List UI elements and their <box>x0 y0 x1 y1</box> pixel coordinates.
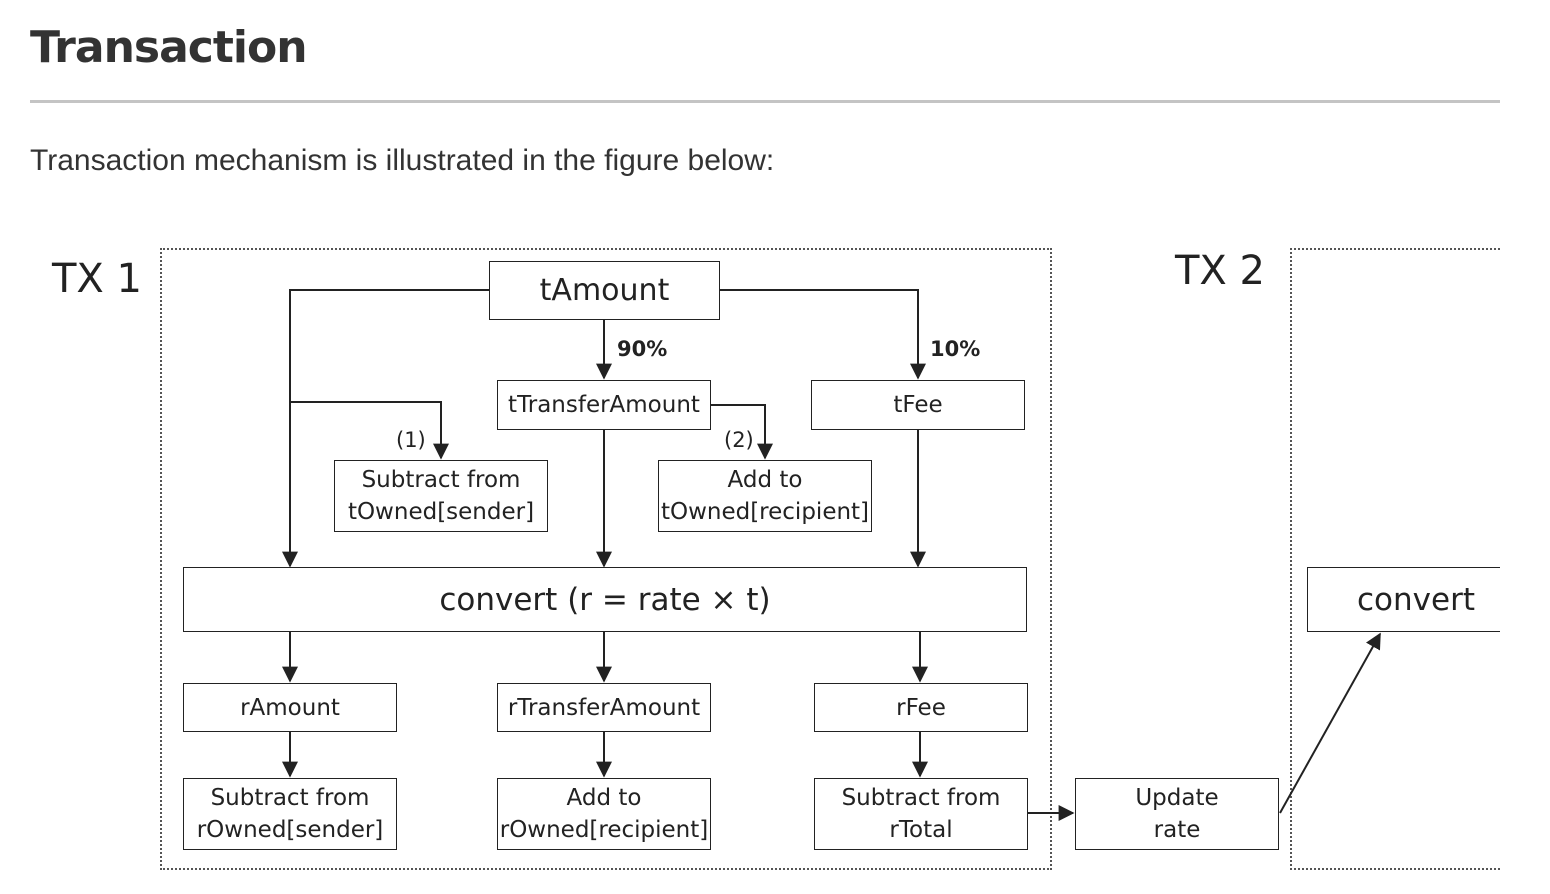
edge-tamount-to-convert <box>282 289 489 568</box>
title-divider <box>30 100 1500 103</box>
node-line: Subtract from <box>841 785 1001 811</box>
page-title: Transaction <box>30 22 308 73</box>
node-line: tOwned[sender] <box>347 499 535 525</box>
node-line: rOwned[recipient] <box>499 817 709 843</box>
intro-paragraph: Transaction mechanism is illustrated in … <box>30 144 775 177</box>
node-line: tOwned[recipient] <box>660 499 870 525</box>
node-update-rate: Update rate <box>1075 778 1279 850</box>
tx1-label: TX 1 <box>52 256 142 302</box>
edge-label-step-1: (1) <box>396 428 426 452</box>
node-line: rOwned[sender] <box>196 817 384 843</box>
node-convert: convert (r = rate × t) <box>183 567 1027 632</box>
edge-tamount-to-subtract-towned <box>290 401 449 460</box>
edge-label-step-2: (2) <box>724 428 754 452</box>
edge-update-rate-to-convert-tx2 <box>1279 632 1381 814</box>
node-line: Add to <box>566 785 642 811</box>
node-line: Subtract from <box>210 785 370 811</box>
node-line: rTotal <box>889 817 953 843</box>
node-subtract-towned-sender: Subtract from tOwned[sender] <box>334 460 548 532</box>
tx2-label: TX 2 <box>1175 248 1265 294</box>
node-tamount: tAmount <box>489 261 720 320</box>
tx2-frame <box>1290 248 1500 870</box>
node-subtract-rtotal: Subtract from rTotal <box>814 778 1028 850</box>
edge-tamount-to-tfee <box>720 289 926 380</box>
node-line: rate <box>1153 817 1201 843</box>
node-subtract-rowned-sender: Subtract from rOwned[sender] <box>183 778 397 850</box>
node-rfee: rFee <box>814 683 1028 732</box>
node-ttransferamount: tTransferAmount <box>497 380 711 430</box>
node-rtransferamount: rTransferAmount <box>497 683 711 732</box>
node-add-towned-recipient: Add to tOwned[recipient] <box>658 460 872 532</box>
edge-label-10: 10% <box>930 337 981 361</box>
tx1-frame <box>160 248 1052 870</box>
node-line: Update <box>1135 785 1219 811</box>
edge-label-90: 90% <box>617 337 668 361</box>
node-line: Add to <box>727 467 803 493</box>
node-line: Subtract from <box>361 467 521 493</box>
node-ramount: rAmount <box>183 683 397 732</box>
node-add-rowned-recipient: Add to rOwned[recipient] <box>497 778 711 850</box>
node-convert-tx2: convert <box>1307 567 1500 632</box>
node-tfee: tFee <box>811 380 1025 430</box>
edge-ttransfer-to-add-towned <box>711 404 773 460</box>
